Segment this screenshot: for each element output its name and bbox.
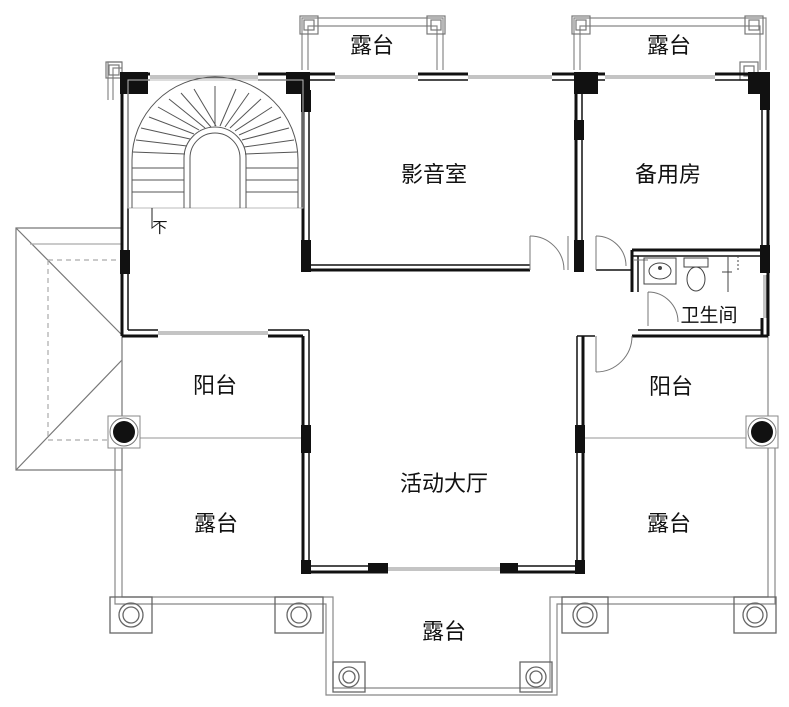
door-swing-icon — [529, 235, 648, 373]
top-posts — [105, 15, 764, 81]
wall-blocks — [120, 72, 770, 574]
terrace-top-left-label: 露台 — [349, 34, 395, 59]
terrace-left-label: 露台 — [193, 512, 239, 537]
windows — [150, 75, 767, 571]
toilet-icon — [647, 256, 739, 326]
av-room-label: 影音室 — [400, 163, 468, 188]
balcony-left-label: 阳台 — [192, 374, 238, 399]
bathroom-label: 卫生间 — [680, 304, 738, 327]
sink-icon — [643, 257, 677, 285]
column-icon — [107, 415, 779, 449]
spare-room-label: 备用房 — [634, 163, 702, 188]
stair-down-label: 下 — [152, 218, 168, 237]
bottom-posts — [109, 596, 777, 693]
terrace-bottom-label: 露台 — [421, 620, 467, 645]
spiral-stair-icon — [127, 76, 304, 229]
balcony-right-label: 阳台 — [648, 375, 694, 400]
terrace-right-label: 露台 — [646, 512, 692, 537]
terrace-top-right-label: 露台 — [646, 34, 692, 59]
lower-terrace-railings — [114, 336, 776, 696]
living-hall-label: 活动大厅 — [399, 472, 489, 497]
